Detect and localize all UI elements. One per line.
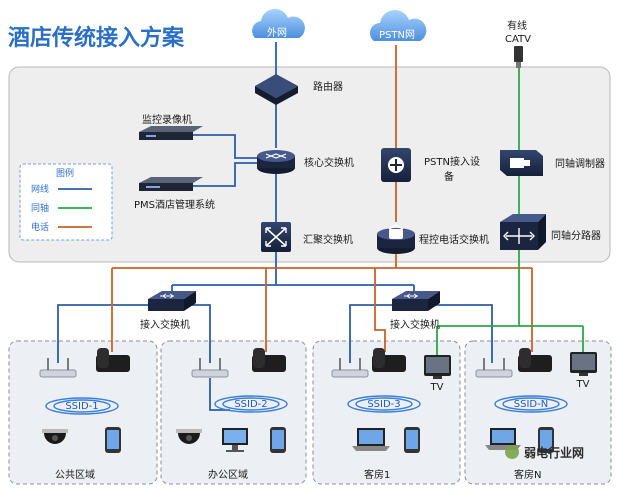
nvr-icon	[139, 126, 203, 140]
access-switch-left-icon	[148, 291, 196, 311]
core-area-panel	[8, 66, 611, 263]
svg-text:PSTN网: PSTN网	[379, 29, 415, 41]
pstn-cloud: PSTN网	[369, 10, 427, 41]
router-icon	[255, 74, 298, 105]
dome-camera-icon	[176, 429, 202, 444]
catv-label-line2: CATV	[505, 34, 531, 45]
access-switch-right-icon	[392, 291, 440, 311]
zone-label: 客房1	[364, 468, 390, 481]
zone-label: 办公区域	[208, 468, 248, 481]
wifi-signal-icon	[214, 395, 288, 413]
pstn-access-label-line2: 备	[444, 170, 454, 183]
ip-phone-icon	[372, 348, 406, 372]
zone-public: SSID-1 公共区域	[39, 348, 130, 481]
access-switch-right-label: 接入交换机	[390, 318, 440, 331]
watermark: 弱电行业网	[505, 445, 584, 460]
dome-camera-icon	[42, 429, 68, 444]
ip-phone-icon	[252, 348, 286, 372]
smartphone-icon	[538, 427, 554, 453]
svg-text:外网: 外网	[267, 27, 287, 39]
tv-label: TV	[430, 382, 444, 393]
zone-label: 客房N	[514, 468, 541, 481]
legend-title: 图例	[56, 167, 74, 179]
coax-splitter-icon	[500, 214, 546, 250]
laptop-icon	[352, 428, 390, 451]
wechat-icon	[505, 445, 519, 459]
pbx-switch-icon	[377, 224, 415, 254]
wifi-ap-icon	[475, 358, 513, 378]
legend: 图例 网线 同轴 电话	[19, 163, 113, 241]
zone-office: SSID-2 办公区域	[176, 348, 288, 481]
core-switch-label: 核心交换机	[304, 156, 354, 169]
ssid-label: SSID-1	[65, 401, 98, 412]
zone-label: 公共区域	[55, 468, 95, 481]
core-switch-icon	[257, 150, 295, 174]
nvr-label: 监控录像机	[142, 113, 192, 126]
coax-modulator-label: 同轴调制器	[555, 157, 605, 170]
desktop-monitor-icon	[222, 428, 248, 452]
wifi-ap-icon	[39, 358, 77, 378]
wifi-signal-icon	[45, 397, 119, 415]
zone-room1: TV SSID-3 客房1	[331, 348, 451, 481]
pstn-access-label-line1: PSTN接入设	[424, 155, 480, 168]
access-switch-left-label: 接入交换机	[140, 318, 190, 331]
pms-label: PMS酒店管理系统	[134, 198, 215, 211]
router-label: 路由器	[313, 80, 343, 93]
pstn-access-device-icon	[381, 148, 411, 182]
watermark-text: 弱电行业网	[524, 445, 584, 460]
wifi-ap-icon	[331, 358, 369, 378]
coax-modulator-icon	[500, 150, 543, 176]
coax-connector-icon	[514, 46, 523, 68]
pbx-label: 程控电话交换机	[419, 233, 489, 246]
pms-server-icon	[139, 177, 203, 191]
smartphone-icon	[270, 427, 286, 453]
ip-phone-icon	[96, 348, 130, 372]
coax-cables	[436, 68, 584, 355]
smartphone-icon	[105, 427, 121, 453]
network-cables	[57, 42, 493, 411]
legend-label-network: 网线	[31, 183, 49, 195]
ssid-label: SSID-2	[234, 399, 267, 410]
tv-icon	[570, 352, 597, 376]
tv-icon	[424, 355, 451, 379]
ip-phone-icon	[518, 348, 552, 372]
legend-label-coax: 同轴	[31, 202, 49, 214]
tv-label: TV	[576, 379, 590, 390]
wifi-ap-icon	[191, 358, 229, 378]
ssid-label: SSID-N	[514, 399, 548, 410]
wifi-signal-icon	[347, 395, 421, 413]
coax-splitter-label: 同轴分路器	[551, 229, 601, 242]
wifi-signal-icon	[494, 395, 568, 413]
aggregation-switch-icon	[261, 222, 291, 252]
diagram-title: 酒店传统接入方案	[8, 25, 185, 51]
ssid-label: SSID-3	[367, 399, 400, 410]
internet-cloud: 外网	[252, 8, 305, 39]
legend-label-phone: 电话	[31, 221, 49, 233]
smartphone-icon	[404, 427, 420, 453]
catv-label-line1: 有线	[507, 19, 527, 32]
phone-cables	[111, 45, 533, 352]
aggregation-switch-label: 汇聚交换机	[303, 233, 353, 246]
